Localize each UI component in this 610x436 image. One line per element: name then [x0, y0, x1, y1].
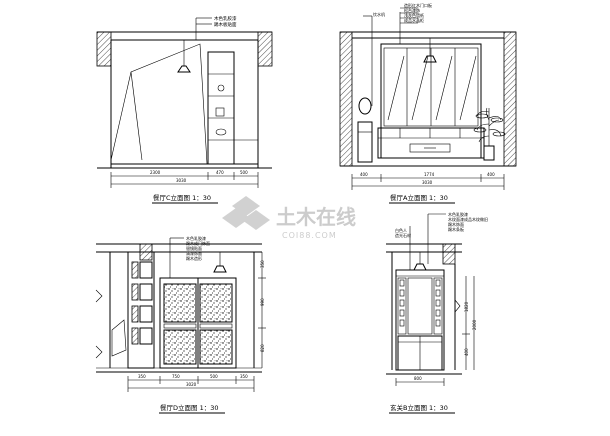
door-panel-right-lower — [199, 329, 233, 365]
dim-c-3: 500 — [240, 170, 248, 175]
drawer — [409, 143, 451, 153]
wall-hatch-right — [257, 31, 273, 67]
niche-column — [131, 261, 153, 345]
panel-b-title: 玄关B立面图 1：30 — [390, 403, 448, 412]
note-b-1: 木色乳胶漆 — [448, 211, 468, 217]
note-c-1: 木色乳胶漆 — [214, 15, 237, 22]
dim-a-1: 400 — [360, 172, 368, 177]
watermark: 土木在线 COI88.COM — [222, 196, 356, 240]
pendant-lamp-icon — [413, 263, 427, 271]
dim-d-3: 500 — [210, 374, 218, 379]
watermark-name: 土木在线 — [276, 205, 356, 229]
note-c-2: 踢木板贴面 — [214, 21, 237, 28]
panel-a-title: 餐厅A立面图 1：30 — [390, 193, 448, 202]
note-a-3: 浅灰色墙纸 — [404, 12, 424, 18]
watermark-logo-icon — [222, 196, 270, 230]
door-panel-left-upper — [163, 283, 197, 323]
wall-hatch-left — [339, 31, 353, 167]
chair-icon — [111, 319, 127, 357]
panel-a-elevation: 造形红木门口板 松台漆饰 浅灰色墙纸 成品水晶柜 饮水机 400 1774 40… — [339, 2, 517, 204]
note-d-5: 踢木造形 — [186, 255, 202, 261]
note-b-2: 木纹面漆成品木纹做旧 — [448, 216, 488, 222]
pendant-lamp-icon — [213, 265, 227, 273]
dim-d-right-2: 990 — [260, 298, 265, 306]
pendant-lamp-icon — [177, 65, 191, 73]
panel-b-elevation: 木色乳胶漆 木纹面漆成品木纹做旧 踢木饰面 踢木条板 白色人 造光石材 800 … — [386, 211, 488, 414]
watermark-url: COI88.COM — [282, 231, 337, 240]
note-a-1: 造形红木门口板 — [404, 2, 432, 8]
dim-a-2: 1774 — [424, 172, 435, 177]
door-panel-right-upper — [199, 283, 233, 323]
note-a-left: 饮水机 — [373, 11, 385, 17]
dim-c-total: 3030 — [176, 178, 187, 183]
left-pillar — [127, 251, 155, 369]
panel-d-title: 餐厅D立面图 1：30 — [160, 403, 218, 412]
water-bottle-icon — [358, 97, 372, 115]
stone-strip-left — [397, 277, 407, 335]
ornament-icon — [215, 107, 225, 117]
door-panel-left-lower — [163, 329, 197, 365]
wall-hatch-right — [503, 31, 517, 167]
note-b-left-1: 白色人 — [395, 227, 407, 233]
note-a-4: 成品水晶柜 — [404, 17, 424, 23]
panel-d-elevation: 木色乳胶漆 踢木成门饰面 银镜贴面 清漆饰面 踢木造形 350 750 500 … — [95, 235, 266, 414]
dim-a-3: 400 — [487, 172, 495, 177]
dim-d-right-3: 820 — [260, 344, 265, 352]
note-a-2: 松台漆饰 — [404, 7, 420, 13]
note-d-1: 木色乳胶漆 — [186, 235, 206, 241]
note-b-3: 踢木饰面 — [448, 221, 464, 227]
cabinet-base — [377, 127, 485, 159]
bowl-icon — [215, 128, 227, 136]
potted-plant-icon — [473, 107, 506, 161]
dim-d-2: 750 — [172, 374, 180, 379]
stone-strip-right — [433, 277, 443, 335]
note-d-4: 清漆饰面 — [186, 250, 202, 256]
wall-hatch-left — [96, 31, 112, 67]
note-d-2: 踢木成门饰面 — [186, 240, 210, 246]
dim-d-right-1: 350 — [260, 260, 265, 268]
dim-d-4: 350 — [240, 374, 248, 379]
dim-a-total: 3030 — [422, 180, 433, 185]
pendant-lamp-icon — [423, 55, 437, 63]
dim-b-right-1: 1820 — [464, 301, 469, 312]
dim-c-2: 470 — [216, 170, 224, 175]
dim-d-1: 350 — [138, 374, 146, 379]
panel-c-elevation: 木色乳胶漆 踢木板贴面 2300 470 500 3030 餐厅C立面图 1：3… — [96, 15, 273, 204]
note-b-4: 踢木条板 — [448, 226, 464, 232]
note-d-3: 银镜贴面 — [186, 245, 202, 251]
dim-b-right-2: 2000 — [472, 319, 477, 330]
note-b-left-2: 造光石材 — [395, 232, 411, 238]
water-dispenser — [357, 121, 373, 163]
vase-icon — [217, 84, 225, 92]
dim-b-1: 800 — [414, 376, 422, 381]
dim-c-1: 2300 — [150, 170, 161, 175]
dim-b-right-3: 400 — [464, 348, 469, 356]
dim-d-total: 3020 — [186, 382, 197, 387]
panel-c-title: 餐厅C立面图 1：30 — [153, 193, 211, 202]
